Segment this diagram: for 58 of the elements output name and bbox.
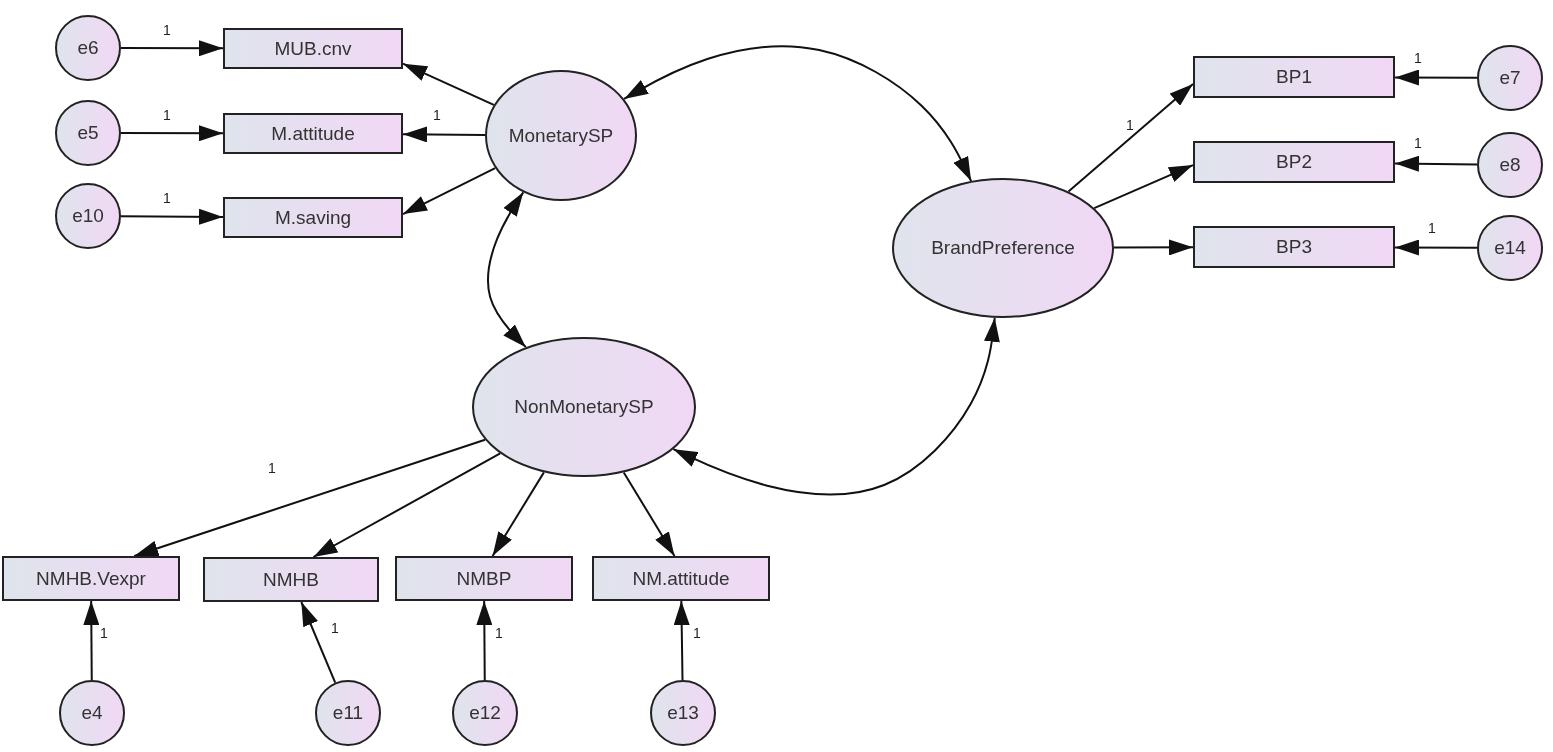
arrow xyxy=(1394,155,1478,172)
arrow xyxy=(120,125,224,142)
arrow xyxy=(312,452,502,558)
edge-label: 1 xyxy=(329,621,341,635)
arrow xyxy=(133,438,487,557)
arrow xyxy=(402,126,486,143)
edge-label: 1 xyxy=(1412,51,1424,65)
observed-variable-box: NMBP xyxy=(395,556,573,601)
observed-variable-box: NM.attitude xyxy=(592,556,770,601)
arrow xyxy=(1067,83,1194,193)
edge-label: 1 xyxy=(161,23,173,37)
arrow xyxy=(83,600,100,681)
observed-variable-box: M.saving xyxy=(223,197,403,238)
error-term-circle: e7 xyxy=(1477,45,1543,111)
arrow xyxy=(120,208,224,225)
double-headed-arrow xyxy=(487,191,527,349)
edge-label: 1 xyxy=(98,626,110,640)
edge-label: 1 xyxy=(431,108,443,122)
error-term-circle: e10 xyxy=(55,183,121,249)
arrow xyxy=(120,40,224,57)
arrow xyxy=(476,600,493,681)
error-term-circle: e4 xyxy=(59,680,125,746)
arrow xyxy=(673,600,690,681)
observed-variable-box: BP2 xyxy=(1193,141,1395,183)
arrow xyxy=(1394,69,1478,86)
error-term-circle: e13 xyxy=(650,680,716,746)
arrow xyxy=(1113,239,1194,256)
arrow xyxy=(402,62,495,106)
arrow xyxy=(1394,239,1478,256)
edge-label: 1 xyxy=(161,191,173,205)
latent-variable-ellipse: BrandPreference xyxy=(892,178,1114,318)
arrow xyxy=(402,167,497,215)
error-term-circle: e11 xyxy=(315,680,381,746)
error-term-circle: e8 xyxy=(1477,132,1543,198)
observed-variable-box: MUB.cnv xyxy=(223,28,403,69)
edge-label: 1 xyxy=(1124,118,1136,132)
edge-label: 1 xyxy=(493,626,505,640)
error-term-circle: e6 xyxy=(55,15,121,81)
edge-label: 1 xyxy=(691,626,703,640)
edge-label: 1 xyxy=(1412,136,1424,150)
error-term-circle: e14 xyxy=(1477,215,1543,281)
edge-label: 1 xyxy=(161,108,173,122)
arrow xyxy=(491,471,545,557)
latent-variable-ellipse: NonMonetarySP xyxy=(472,337,696,477)
observed-variable-box: M.attitude xyxy=(223,113,403,154)
arrow xyxy=(1093,164,1194,210)
double-headed-arrow xyxy=(672,316,1000,496)
edge-label: 1 xyxy=(266,461,278,475)
error-term-circle: e5 xyxy=(55,100,121,166)
edge-label: 1 xyxy=(1426,221,1438,235)
observed-variable-box: NMHB xyxy=(203,557,379,602)
arrow xyxy=(622,471,676,557)
error-term-circle: e12 xyxy=(452,680,518,746)
observed-variable-box: NMHB.Vexpr xyxy=(2,556,180,601)
latent-variable-ellipse: MonetarySP xyxy=(485,70,637,201)
observed-variable-box: BP1 xyxy=(1193,56,1395,98)
observed-variable-box: BP3 xyxy=(1193,226,1395,268)
arrow xyxy=(300,601,337,684)
